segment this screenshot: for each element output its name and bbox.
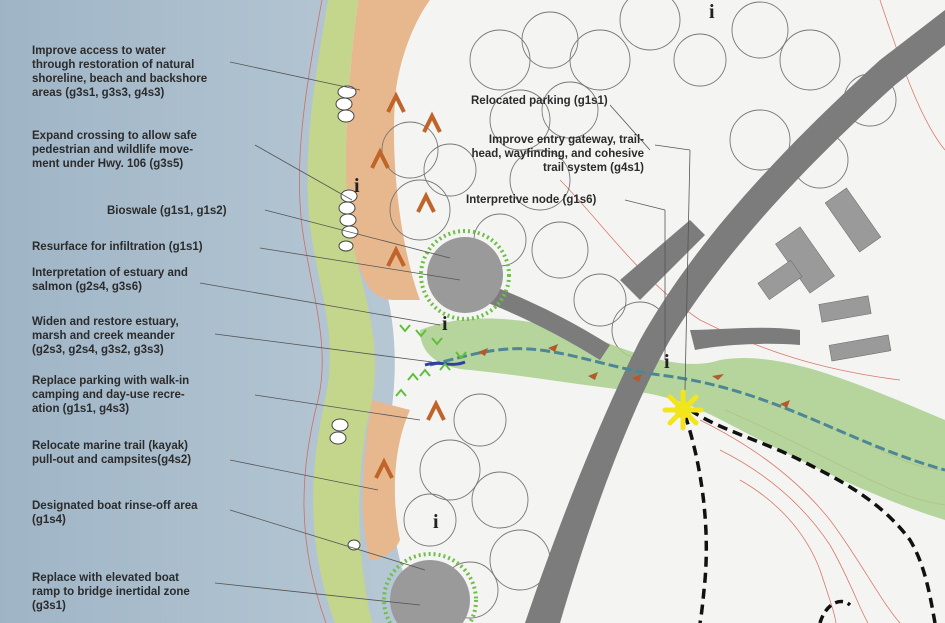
beach-area-south [362, 400, 410, 560]
info-markers: i i i i i [354, 1, 715, 533]
annotation-relocate-marine-trail: Relocate marine trail (kayak) pull-out a… [32, 440, 192, 466]
annotation-leader-lines [199, 61, 691, 606]
info-icon: i [354, 175, 360, 197]
resurfaced-turnaround [427, 237, 503, 313]
boat-ramp-turnaround [390, 560, 470, 623]
campsite-tent-icon [386, 245, 406, 267]
annotation-bioswale: Bioswale (g1s1, g1s2) [107, 205, 227, 217]
info-icon: i [442, 313, 448, 335]
annotation-shoreline-access: Improve access to water through restorat… [32, 45, 208, 99]
info-icon: i [664, 351, 670, 373]
shoreline-vegetation [307, 0, 376, 623]
beach-area [345, 0, 430, 300]
annotation-widen-estuary: Widen and restore estuary, marsh and cre… [32, 316, 179, 356]
fish-markers [478, 344, 790, 408]
annotation-boat-rinse: Designated boat rinse-off area (g1s4) [32, 500, 198, 526]
info-icon: i [433, 511, 439, 533]
boat-rinse-ring [382, 552, 478, 623]
annotation-boat-ramp: Replace with elevated boat ramp to bridg… [32, 572, 190, 612]
trail-loop [818, 599, 852, 623]
annotation-resurface: Resurface for infiltration (g1s1) [32, 241, 203, 253]
campsite-tent-icon [416, 191, 436, 213]
estuary-restoration-area [420, 318, 945, 520]
annotation-replace-parking: Replace parking with walk-in camping and… [32, 375, 190, 415]
campsite-tent-icon [422, 111, 442, 133]
relocated-parking-structures [757, 187, 892, 362]
annotation-relocated-parking: Relocated parking (g1s1) [471, 95, 608, 107]
campsite-tent-icon [370, 147, 390, 169]
campsite-tent-icon [374, 457, 394, 479]
bioswale-ring [419, 229, 511, 321]
planting-chevrons [395, 324, 467, 397]
campsite-tent-icon [426, 399, 446, 421]
gateway-star-icon [662, 389, 704, 431]
info-icon: i [709, 1, 715, 23]
campsite-tent-icon [386, 91, 406, 113]
trail-system [683, 408, 937, 623]
creek-meander [429, 347, 945, 472]
annotation-interpretation-estuary: Interpretation of estuary and salmon (g2… [32, 267, 188, 293]
annotation-entry-gateway: Improve entry gateway, trail- head, wayf… [471, 134, 644, 174]
shoreline-rocks [329, 85, 361, 551]
road-network [480, 10, 945, 623]
annotation-expand-crossing: Expand crossing to allow safe pedestrian… [32, 130, 197, 170]
campsite-markers [370, 91, 446, 479]
annotation-interpretive-node: Interpretive node (g1s6) [466, 194, 597, 206]
